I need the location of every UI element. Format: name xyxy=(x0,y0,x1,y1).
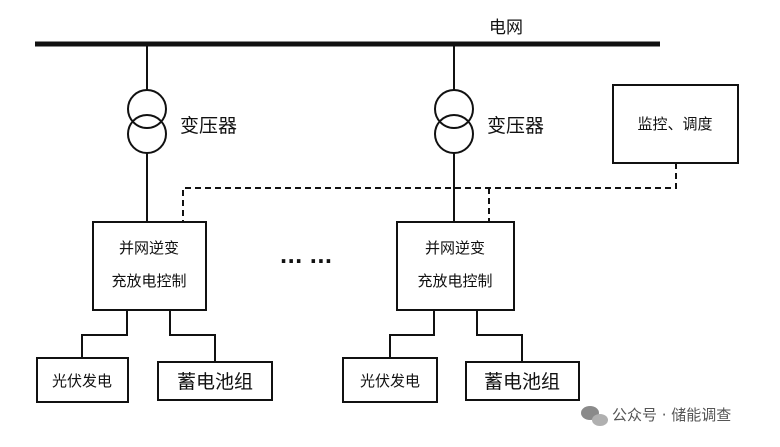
right-battery-box xyxy=(465,361,580,401)
watermark-text: 公众号 · 储能调查 xyxy=(612,406,731,424)
monitor-label: 监控、调度 xyxy=(637,115,712,133)
left-transformer-label: 变压器 xyxy=(180,115,237,137)
left-pv-connector xyxy=(81,310,128,358)
left-pv-box xyxy=(36,357,129,403)
left-inverter-label-2: 充放电控制 xyxy=(111,272,186,290)
comm-line xyxy=(182,163,677,222)
right-transformer xyxy=(434,89,474,154)
left-inverter-label-1: 并网逆变 xyxy=(119,239,179,257)
ellipsis: ··· ··· xyxy=(280,249,333,273)
right-pv-connector xyxy=(389,310,435,358)
left-pv-label: 光伏发电 xyxy=(52,372,112,390)
right-inverter-box xyxy=(396,221,515,311)
grid-label: 电网 xyxy=(489,18,523,38)
right-inverter-label-1: 并网逆变 xyxy=(425,239,485,257)
left-battery-box xyxy=(157,361,273,401)
right-inverter-label-2: 充放电控制 xyxy=(417,272,492,290)
right-pv-box xyxy=(342,357,438,403)
left-battery-connector xyxy=(169,310,216,362)
wechat-icon xyxy=(581,406,608,426)
right-battery-label: 蓄电池组 xyxy=(484,371,560,393)
left-transformer xyxy=(127,89,167,154)
monitor-box xyxy=(612,84,739,164)
left-inverter-box xyxy=(92,221,207,311)
right-battery-connector xyxy=(476,310,523,362)
right-transformer-label: 变压器 xyxy=(487,115,544,137)
left-battery-label: 蓄电池组 xyxy=(177,371,253,393)
watermark: 公众号 · 储能调查 xyxy=(581,406,731,426)
right-pv-label: 光伏发电 xyxy=(360,372,420,390)
